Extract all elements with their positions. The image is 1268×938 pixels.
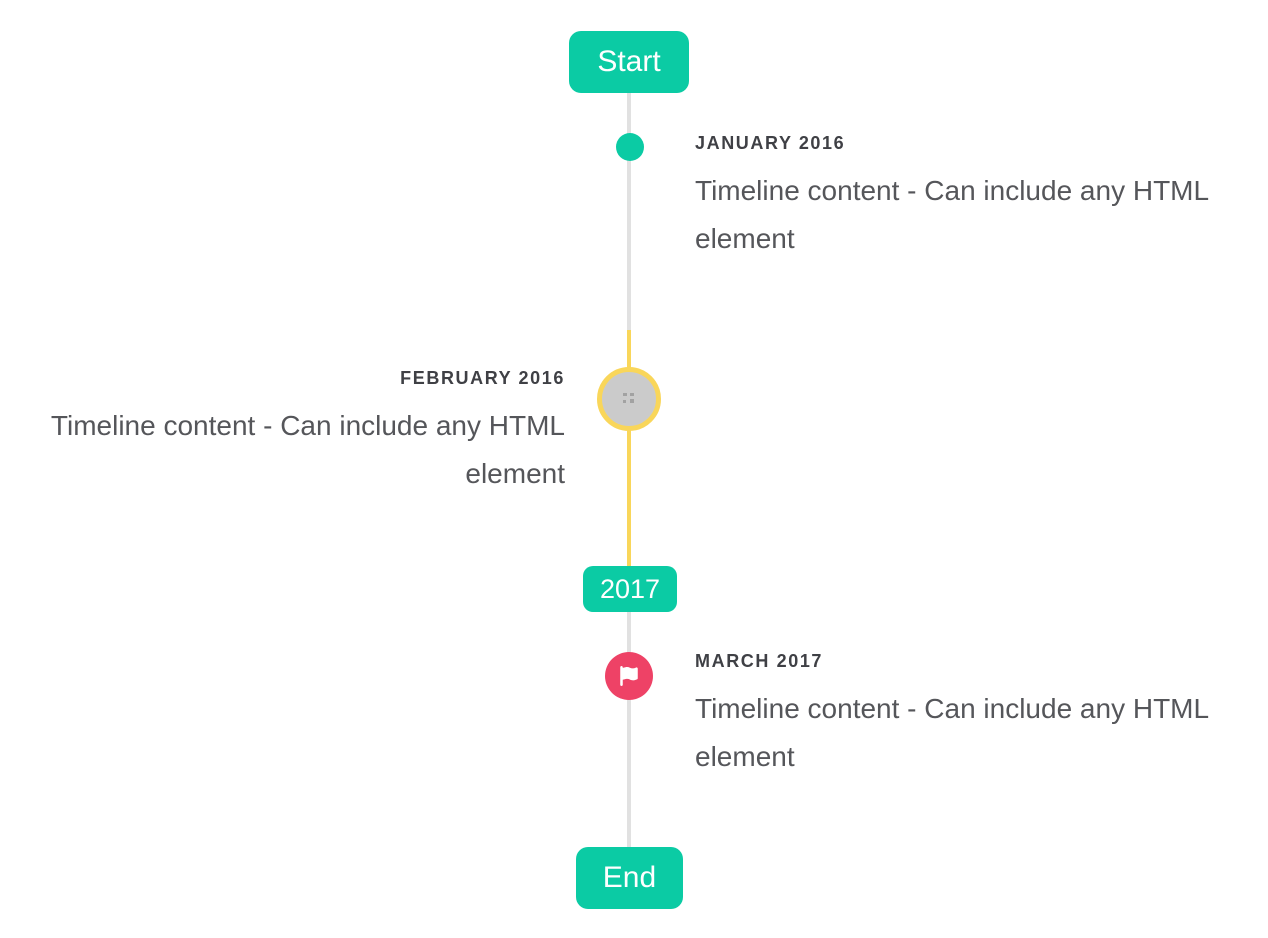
timeline-year-badge: 2017 — [583, 566, 677, 612]
event-title: JANUARY 2016 — [695, 133, 846, 153]
broken-image-icon — [621, 392, 637, 406]
event-image-marker — [597, 367, 661, 431]
event-content: Timeline content - Can include any HTML … — [50, 410, 565, 489]
event-dot-icon — [616, 133, 644, 161]
timeline-line-segment-highlighted — [627, 330, 631, 566]
event-content: Timeline content - Can include any HTML … — [695, 693, 1209, 772]
timeline-line-segment — [627, 612, 631, 848]
timeline-start-button[interactable]: Start — [569, 31, 689, 93]
timeline-line-segment — [627, 93, 631, 330]
flag-icon — [619, 666, 639, 686]
event-title: FEBRUARY 2016 — [400, 368, 565, 388]
event-title: MARCH 2017 — [695, 651, 824, 671]
event-flag-marker — [605, 652, 653, 700]
event-content: Timeline content - Can include any HTML … — [695, 175, 1209, 254]
timeline-item-march-2017: MARCH 2017 Timeline content - Can includ… — [695, 649, 1225, 781]
timeline-item-february-2016: FEBRUARY 2016 Timeline content - Can inc… — [25, 366, 565, 498]
timeline-end-button[interactable]: End — [576, 847, 683, 909]
timeline-item-january-2016: JANUARY 2016 Timeline content - Can incl… — [695, 131, 1225, 263]
